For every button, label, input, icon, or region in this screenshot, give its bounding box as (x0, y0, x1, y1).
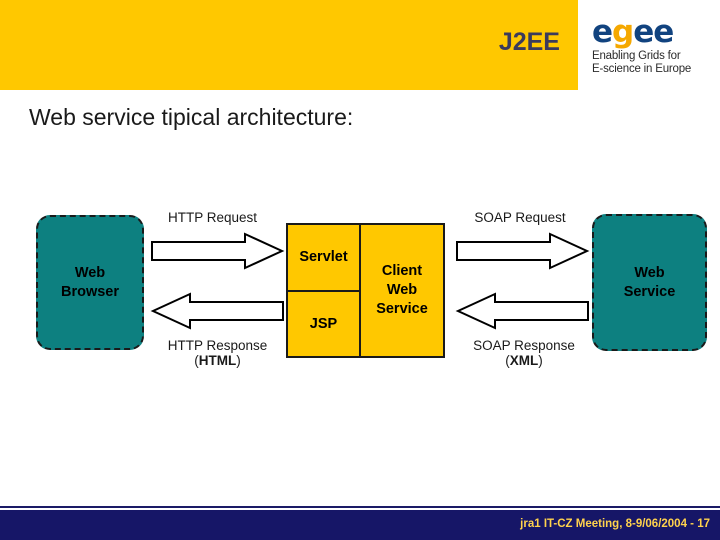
label-soap-response-text: SOAP Response (473, 338, 575, 353)
node-web-service-line2: Service (623, 283, 676, 300)
slide-headline: Web service tipical architecture: (29, 104, 354, 130)
node-web-service-line1: Web (634, 264, 665, 281)
paren-open-xml: ( (505, 353, 510, 368)
node-web-browser-line1: Web (74, 264, 106, 281)
node-servlet: Servlet (288, 225, 359, 292)
node-web-browser: Web Browser (36, 215, 144, 350)
footer-text: jra1 IT-CZ Meeting, 8-9/06/2004 - 17 (520, 518, 710, 530)
node-client-web-service: Client Web Service (361, 225, 443, 356)
page-title: J2EE (498, 28, 560, 56)
egee-tagline: Enabling Grids for E-science in Europe (592, 50, 716, 76)
egee-tagline-line1: Enabling Grids for (592, 50, 681, 62)
label-http-response: HTTP Response (HTML) (145, 338, 290, 368)
egee-logo-wordmark: egee (592, 16, 716, 48)
footer-bar (0, 510, 720, 540)
arrow-soap-response (455, 292, 589, 330)
node-web-browser-line2: Browser (60, 283, 120, 300)
logo-letter-e1: e (592, 14, 613, 50)
payload-xml: XML (509, 353, 539, 368)
logo-letter-e3: e (653, 14, 674, 50)
node-client-web-service-line1: Client (381, 263, 423, 279)
label-soap-response-payload: (XML) (450, 353, 598, 368)
node-client-web-service-line2: Web (386, 282, 418, 298)
node-client-web-service-line3: Service (376, 301, 428, 317)
payload-html: HTML (198, 353, 237, 368)
logo-letter-e2: e (633, 14, 654, 50)
label-soap-response: SOAP Response (XML) (450, 338, 598, 368)
label-http-response-payload: (HTML) (145, 353, 290, 368)
node-jsp: JSP (309, 315, 338, 332)
arrow-soap-request (456, 232, 590, 270)
egee-logo: egee Enabling Grids for E-science in Eur… (592, 16, 716, 88)
paren-close-xml: ) (538, 353, 543, 368)
node-web-service: Web Service (592, 214, 707, 351)
label-http-response-text: HTTP Response (167, 338, 268, 353)
arrow-http-request (151, 232, 285, 270)
logo-letter-g: g (612, 14, 634, 50)
paren-close: ) (236, 353, 241, 368)
paren-open: ( (194, 353, 199, 368)
arrow-http-response (150, 292, 284, 330)
label-http-request: HTTP Request (167, 210, 258, 225)
server-left-column: Servlet JSP (288, 225, 361, 356)
node-app-server: Servlet JSP Client Web Service (286, 223, 445, 358)
egee-tagline-line2: E-science in Europe (592, 63, 692, 75)
label-soap-request: SOAP Request (474, 210, 566, 225)
footer-rule (0, 506, 720, 508)
header-bar (0, 0, 578, 90)
